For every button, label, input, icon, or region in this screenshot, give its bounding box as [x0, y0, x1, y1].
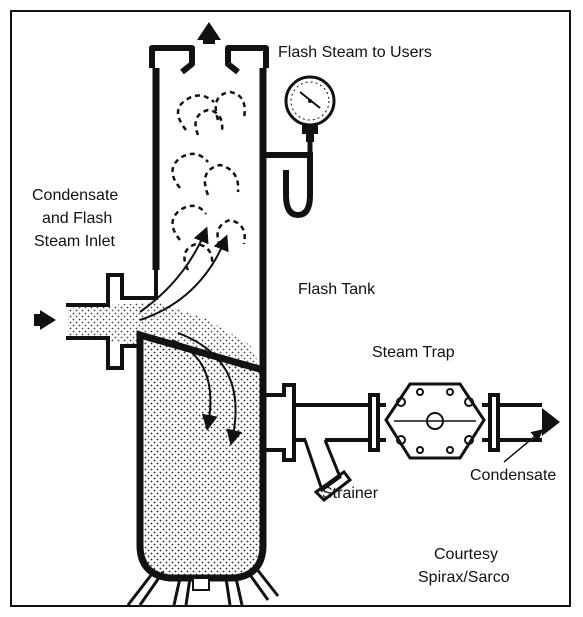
flash-steam-swirls	[173, 92, 245, 270]
gauge-siphon-pipe	[266, 155, 310, 215]
pressure-gauge	[286, 77, 334, 125]
label-courtesy: Courtesy	[434, 545, 498, 564]
label-flash-steam-to-users: Flash Steam to Users	[278, 43, 432, 62]
drain-fitting	[193, 578, 209, 590]
condensate-pointer	[504, 432, 540, 462]
condensate-outlet-arrow	[542, 408, 560, 436]
inlet-arrow	[40, 310, 56, 330]
label-credit: Spirax/Sarco	[418, 568, 510, 587]
label-flash-tank: Flash Tank	[298, 280, 375, 299]
label-condensate: Condensate	[470, 466, 556, 485]
steam-trap-body	[386, 384, 484, 458]
label-inlet-line3: Steam Inlet	[34, 232, 115, 251]
label-steam-trap: Steam Trap	[372, 343, 455, 362]
label-inlet-line1: Condensate	[32, 186, 118, 205]
steam-outlet-arrow	[197, 22, 221, 44]
label-strainer: Strainer	[322, 484, 378, 503]
outlet-nozzle	[152, 48, 266, 72]
label-inlet-line2: and Flash	[42, 209, 112, 228]
